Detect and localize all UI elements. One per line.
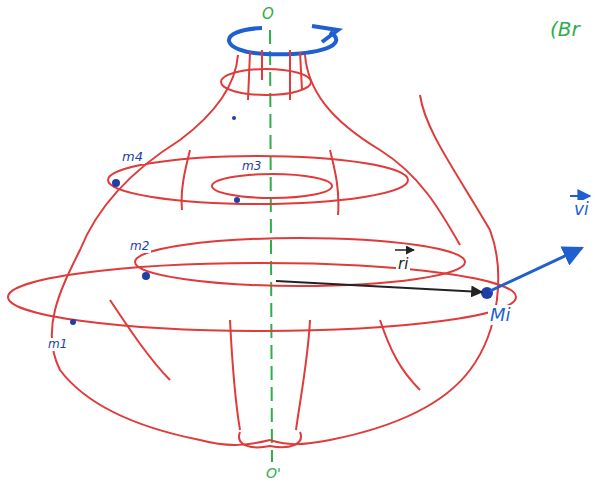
axis-label: O [260, 6, 276, 23]
symbol-label: Mi [488, 305, 513, 325]
note: (Br [548, 18, 582, 40]
vector-symbol-arrow [395, 249, 414, 251]
position-vector [276, 281, 482, 292]
symbol-label: m4 [120, 150, 145, 164]
symbol-label: ri [396, 256, 410, 273]
body-outline [8, 50, 516, 447]
rotation-arrow-head [312, 26, 338, 42]
axis-label: O' [264, 466, 283, 481]
vector-symbol-arrow [570, 195, 590, 197]
mass-points [70, 116, 493, 325]
rotation-arrow [229, 28, 336, 54]
symbol-label: m2 [128, 240, 151, 253]
symbol-label: m1 [46, 338, 69, 351]
velocity-vector [490, 248, 582, 291]
symbol-label: vi [572, 200, 591, 219]
symbol-label: m3 [240, 160, 263, 173]
